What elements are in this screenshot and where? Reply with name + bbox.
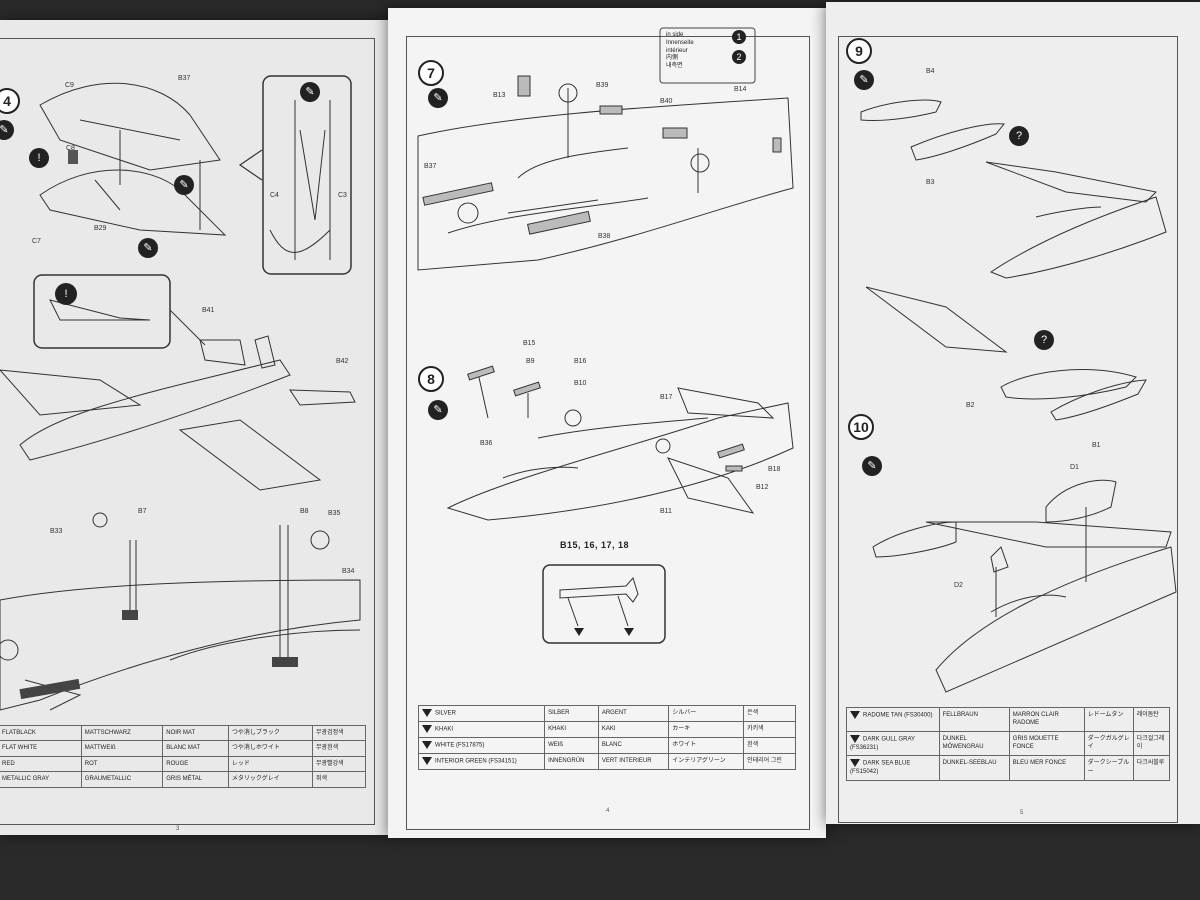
caution-icon: ? xyxy=(1034,330,1054,350)
part-label: B8 xyxy=(300,508,309,515)
page-number: 3 xyxy=(176,826,180,832)
part-label: B11 xyxy=(660,508,672,515)
part-label: B18 xyxy=(768,466,781,473)
page-number: 5 xyxy=(1020,810,1024,816)
legend-line: in side xyxy=(666,32,684,38)
step-number: 4 xyxy=(0,88,20,114)
part-label: C4 xyxy=(270,192,279,199)
assembly-drawing-steps-7-8 xyxy=(417,27,794,644)
part-label: B38 xyxy=(598,233,611,240)
caution-icon: ? xyxy=(1009,126,1029,146)
part-label: D1 xyxy=(1070,464,1079,471)
position-1-icon: 1 xyxy=(732,30,746,44)
caution-icon: ! xyxy=(55,283,77,305)
part-label: B29 xyxy=(94,225,107,232)
instruction-page-left: 4 ✎ ! ! ✎ ✎ ✎ C9 B37 C8 B29 C7 C4 C3 B41… xyxy=(0,20,388,835)
page-number: 4 xyxy=(606,808,610,814)
legend-line: 内側 xyxy=(666,55,679,62)
cement-icon: ✎ xyxy=(428,88,448,108)
position-legend: in side Innenseite intérieur 内側 내측면 xyxy=(666,32,694,71)
part-label: B17 xyxy=(660,394,673,401)
assembly-drawing-step-4 xyxy=(0,75,361,711)
part-label: B2 xyxy=(966,402,975,409)
cement-icon: ✎ xyxy=(138,238,158,258)
step-number: 7 xyxy=(418,60,444,86)
part-label: C8 xyxy=(66,145,75,152)
cement-icon: ✎ xyxy=(854,70,874,90)
step-number: 8 xyxy=(418,366,444,392)
part-label: B15 xyxy=(523,340,536,347)
instruction-page-right: 9 ✎ ? ? 10 ✎ B4 B3 B2 B1 D1 D2 RADOME TA… xyxy=(826,2,1200,824)
part-label: C9 xyxy=(65,82,74,89)
callout-caption: B15, 16, 17, 18 xyxy=(560,540,630,550)
legend-line: Innenseite xyxy=(666,39,694,46)
part-label: B40 xyxy=(660,98,673,105)
legend-line: intérieur xyxy=(666,47,688,54)
page-frame xyxy=(838,36,1178,823)
part-label: B33 xyxy=(50,528,63,535)
cement-icon: ✎ xyxy=(0,120,14,140)
part-label: B41 xyxy=(202,307,215,314)
part-label: B42 xyxy=(336,358,349,365)
part-label: B3 xyxy=(926,179,935,186)
step-number: 10 xyxy=(848,414,874,440)
legend-line: 내측면 xyxy=(666,63,683,70)
page-frame xyxy=(406,36,810,830)
part-label: B36 xyxy=(480,440,493,447)
cement-icon: ✎ xyxy=(300,82,320,102)
part-label: B4 xyxy=(926,68,935,75)
cement-icon: ✎ xyxy=(428,400,448,420)
part-label: B37 xyxy=(178,75,191,82)
part-label: C7 xyxy=(32,238,41,245)
assembly-drawing-steps-9-10 xyxy=(860,99,1177,693)
instruction-page-middle: 7 ✎ 8 ✎ in side Innenseite intérieur 内側 … xyxy=(388,8,826,838)
part-label: B10 xyxy=(574,380,587,387)
part-label: B35 xyxy=(328,510,341,517)
part-label: B7 xyxy=(138,508,147,515)
part-label: B12 xyxy=(756,484,769,491)
cement-icon: ✎ xyxy=(174,175,194,195)
part-label: B1 xyxy=(1092,442,1101,449)
part-label: C3 xyxy=(338,192,347,199)
page-frame xyxy=(0,38,375,825)
step-number: 9 xyxy=(846,38,872,64)
caution-icon: ! xyxy=(29,148,49,168)
cement-icon: ✎ xyxy=(862,456,882,476)
part-label: B13 xyxy=(493,92,506,99)
part-label: B9 xyxy=(526,358,535,365)
part-label: B16 xyxy=(574,358,587,365)
part-label: B14 xyxy=(734,86,747,93)
part-label: B39 xyxy=(596,82,609,89)
part-label: D2 xyxy=(954,582,963,589)
position-2-icon: 2 xyxy=(732,50,746,64)
part-label: B34 xyxy=(342,568,355,575)
part-label: B37 xyxy=(424,163,437,170)
